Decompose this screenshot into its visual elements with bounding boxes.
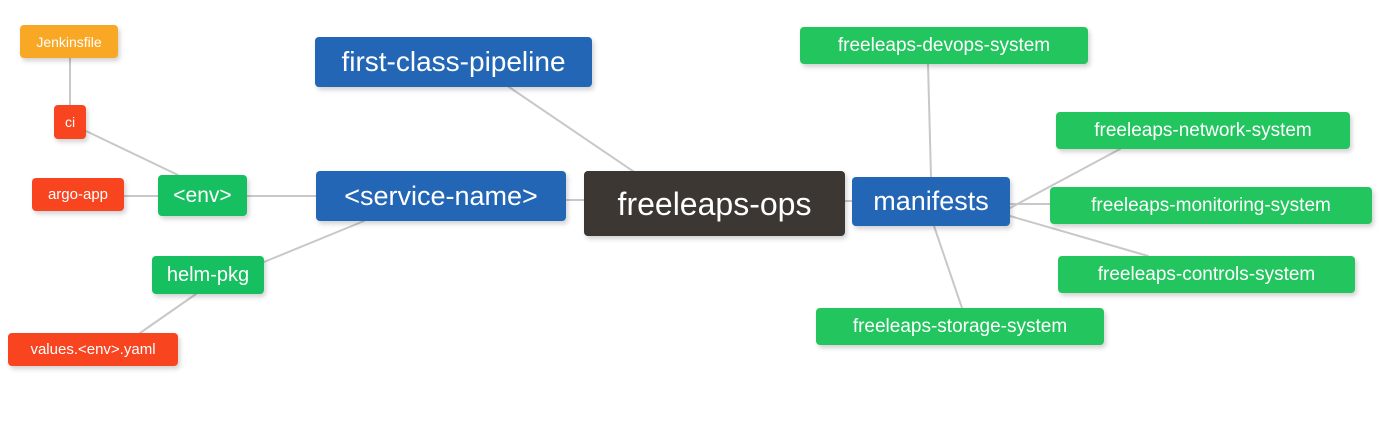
node-env[interactable]: <env> — [158, 175, 247, 216]
edge-ci-to-env — [85, 130, 179, 176]
node-ci[interactable]: ci — [54, 105, 86, 139]
node-freeleaps-storage-system[interactable]: freeleaps-storage-system — [816, 308, 1104, 345]
node-jenkinsfile[interactable]: Jenkinsfile — [20, 25, 118, 58]
edge-helm-pkg-to-service-name — [263, 220, 365, 263]
edge-first-class-pipeline-to-freeleaps-ops — [508, 86, 647, 181]
node-first-class-pipeline[interactable]: first-class-pipeline — [315, 37, 592, 87]
node-label-ci: ci — [64, 114, 76, 130]
node-label-freeleaps-controls-system: freeleaps-controls-system — [1097, 264, 1316, 285]
node-service-name[interactable]: <service-name> — [316, 171, 566, 221]
node-freeleaps-controls-system[interactable]: freeleaps-controls-system — [1058, 256, 1355, 293]
node-freeleaps-devops-system[interactable]: freeleaps-devops-system — [800, 27, 1088, 64]
node-label-jenkinsfile: Jenkinsfile — [36, 33, 102, 50]
node-values-env-yaml[interactable]: values.<env>.yaml — [8, 333, 178, 366]
node-freeleaps-monitoring-system[interactable]: freeleaps-monitoring-system — [1050, 187, 1372, 224]
node-label-freeleaps-network-system: freeleaps-network-system — [1094, 120, 1312, 141]
node-label-freeleaps-storage-system: freeleaps-storage-system — [852, 316, 1068, 337]
node-label-values-env-yaml: values.<env>.yaml — [30, 341, 156, 358]
node-label-argo-app: argo-app — [47, 186, 109, 203]
node-label-service-name: <service-name> — [344, 180, 538, 211]
node-freeleaps-network-system[interactable]: freeleaps-network-system — [1056, 112, 1350, 149]
node-label-first-class-pipeline: first-class-pipeline — [341, 46, 566, 77]
node-label-manifests: manifests — [873, 186, 989, 216]
node-label-env: <env> — [173, 184, 232, 207]
node-argo-app[interactable]: argo-app — [32, 178, 124, 211]
node-label-freeleaps-ops: freeleaps-ops — [617, 185, 812, 222]
edge-manifests-to-freeleaps-storage-system — [933, 225, 963, 309]
node-freeleaps-ops[interactable]: freeleaps-ops — [584, 171, 845, 236]
node-label-helm-pkg: helm-pkg — [166, 264, 250, 286]
node-manifests[interactable]: manifests — [852, 177, 1010, 226]
edge-manifests-to-freeleaps-devops-system — [927, 63, 932, 178]
node-label-freeleaps-monitoring-system: freeleaps-monitoring-system — [1091, 195, 1331, 216]
node-helm-pkg[interactable]: helm-pkg — [152, 256, 264, 294]
node-label-freeleaps-devops-system: freeleaps-devops-system — [837, 35, 1051, 56]
edge-values-env-yaml-to-helm-pkg — [139, 293, 197, 334]
